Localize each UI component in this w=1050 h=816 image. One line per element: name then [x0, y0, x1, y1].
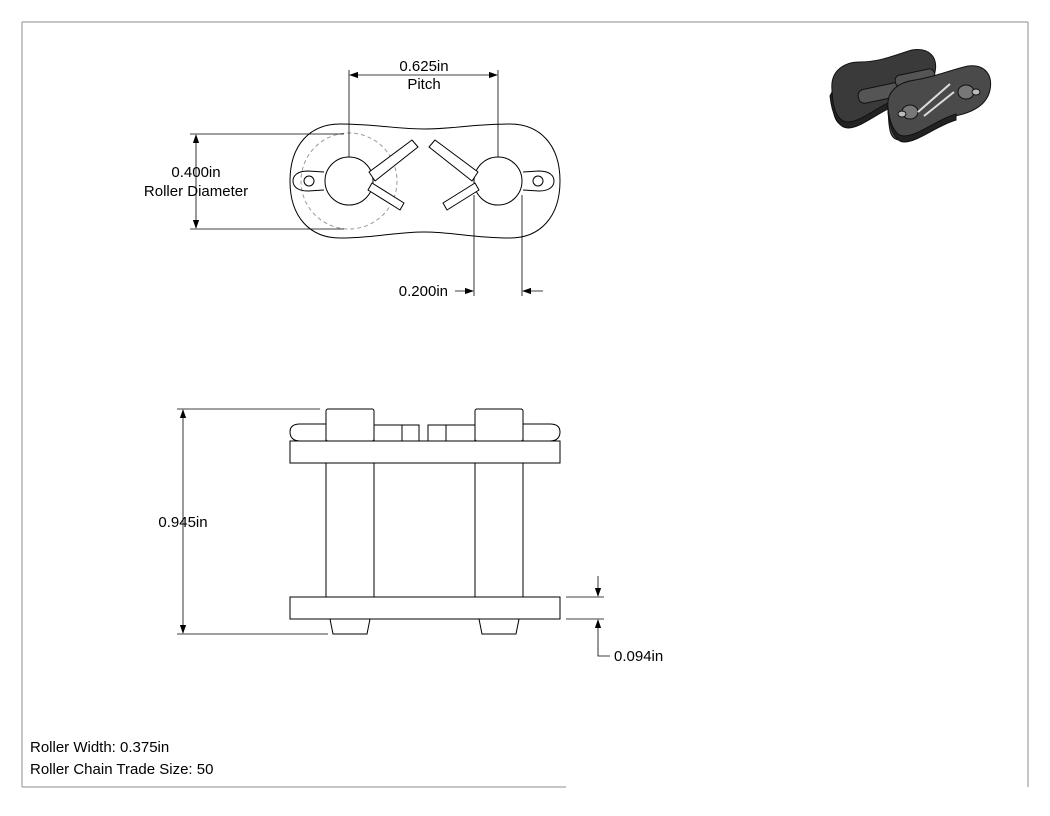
side-view-dimensions — [177, 408, 610, 657]
left-rivet-head — [329, 618, 371, 635]
pitch-value: 0.625in — [399, 58, 448, 75]
pin-diameter-value: 0.200in — [399, 283, 448, 300]
left-pin-shaft — [325, 462, 375, 598]
roller-diameter-label: Roller Diameter — [144, 183, 248, 200]
side-view-labels: 0.945in 0.094in — [158, 514, 663, 665]
top-view-dimensions — [190, 70, 543, 296]
left-clip-loop — [292, 170, 325, 192]
clip-arm-right — [427, 424, 476, 442]
pitch-label: Pitch — [407, 76, 440, 93]
clip-arms — [367, 139, 480, 211]
plate-thickness-value: 0.094in — [614, 648, 663, 665]
roller-width-note: Roller Width: 0.375in — [30, 739, 170, 756]
clip-arm-left — [373, 424, 420, 442]
left-pin — [324, 156, 374, 206]
clip-right-loop — [522, 423, 561, 442]
bottom-plate — [289, 596, 561, 620]
top-view — [289, 123, 561, 239]
chain-link-3d-icon — [829, 49, 992, 143]
trade-size-note: Roller Chain Trade Size: 50 — [30, 761, 214, 778]
right-clip-loop — [522, 170, 555, 192]
right-pin-top — [474, 408, 524, 442]
side-plate-outline — [289, 123, 561, 239]
right-pin — [473, 156, 523, 206]
roller-diameter-value: 0.400in — [171, 164, 220, 181]
right-pin-shaft — [474, 462, 524, 598]
side-view — [289, 408, 561, 635]
right-rivet-head — [478, 618, 520, 635]
left-pin-top — [325, 408, 375, 442]
clip-left-loop — [289, 423, 327, 442]
top-plate — [289, 440, 561, 464]
top-view-labels: 0.625in Pitch 0.400in Roller Diameter 0.… — [144, 58, 449, 300]
overall-height-value: 0.945in — [158, 514, 207, 531]
sheet-border — [21, 21, 1029, 788]
